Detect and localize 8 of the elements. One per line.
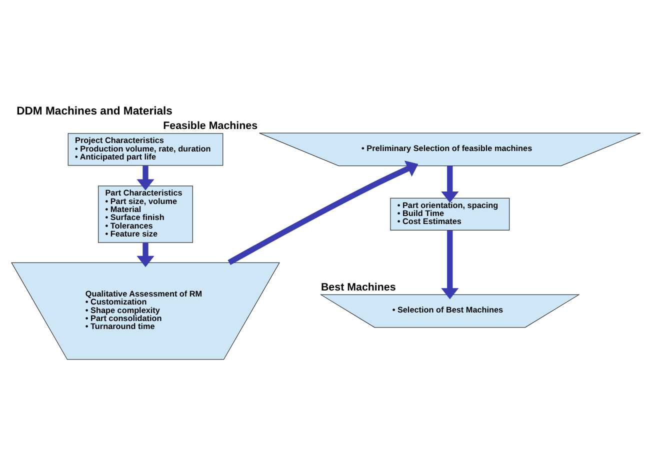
arrow (228, 160, 418, 266)
arrow (136, 166, 154, 190)
arrow (441, 166, 459, 203)
arrow (441, 230, 459, 300)
diagram-title: DDM Machines and Materials (16, 105, 172, 118)
node-label: Feasible Machines (163, 120, 258, 132)
arrow (136, 242, 154, 268)
node-label: Best Machines (320, 282, 396, 294)
